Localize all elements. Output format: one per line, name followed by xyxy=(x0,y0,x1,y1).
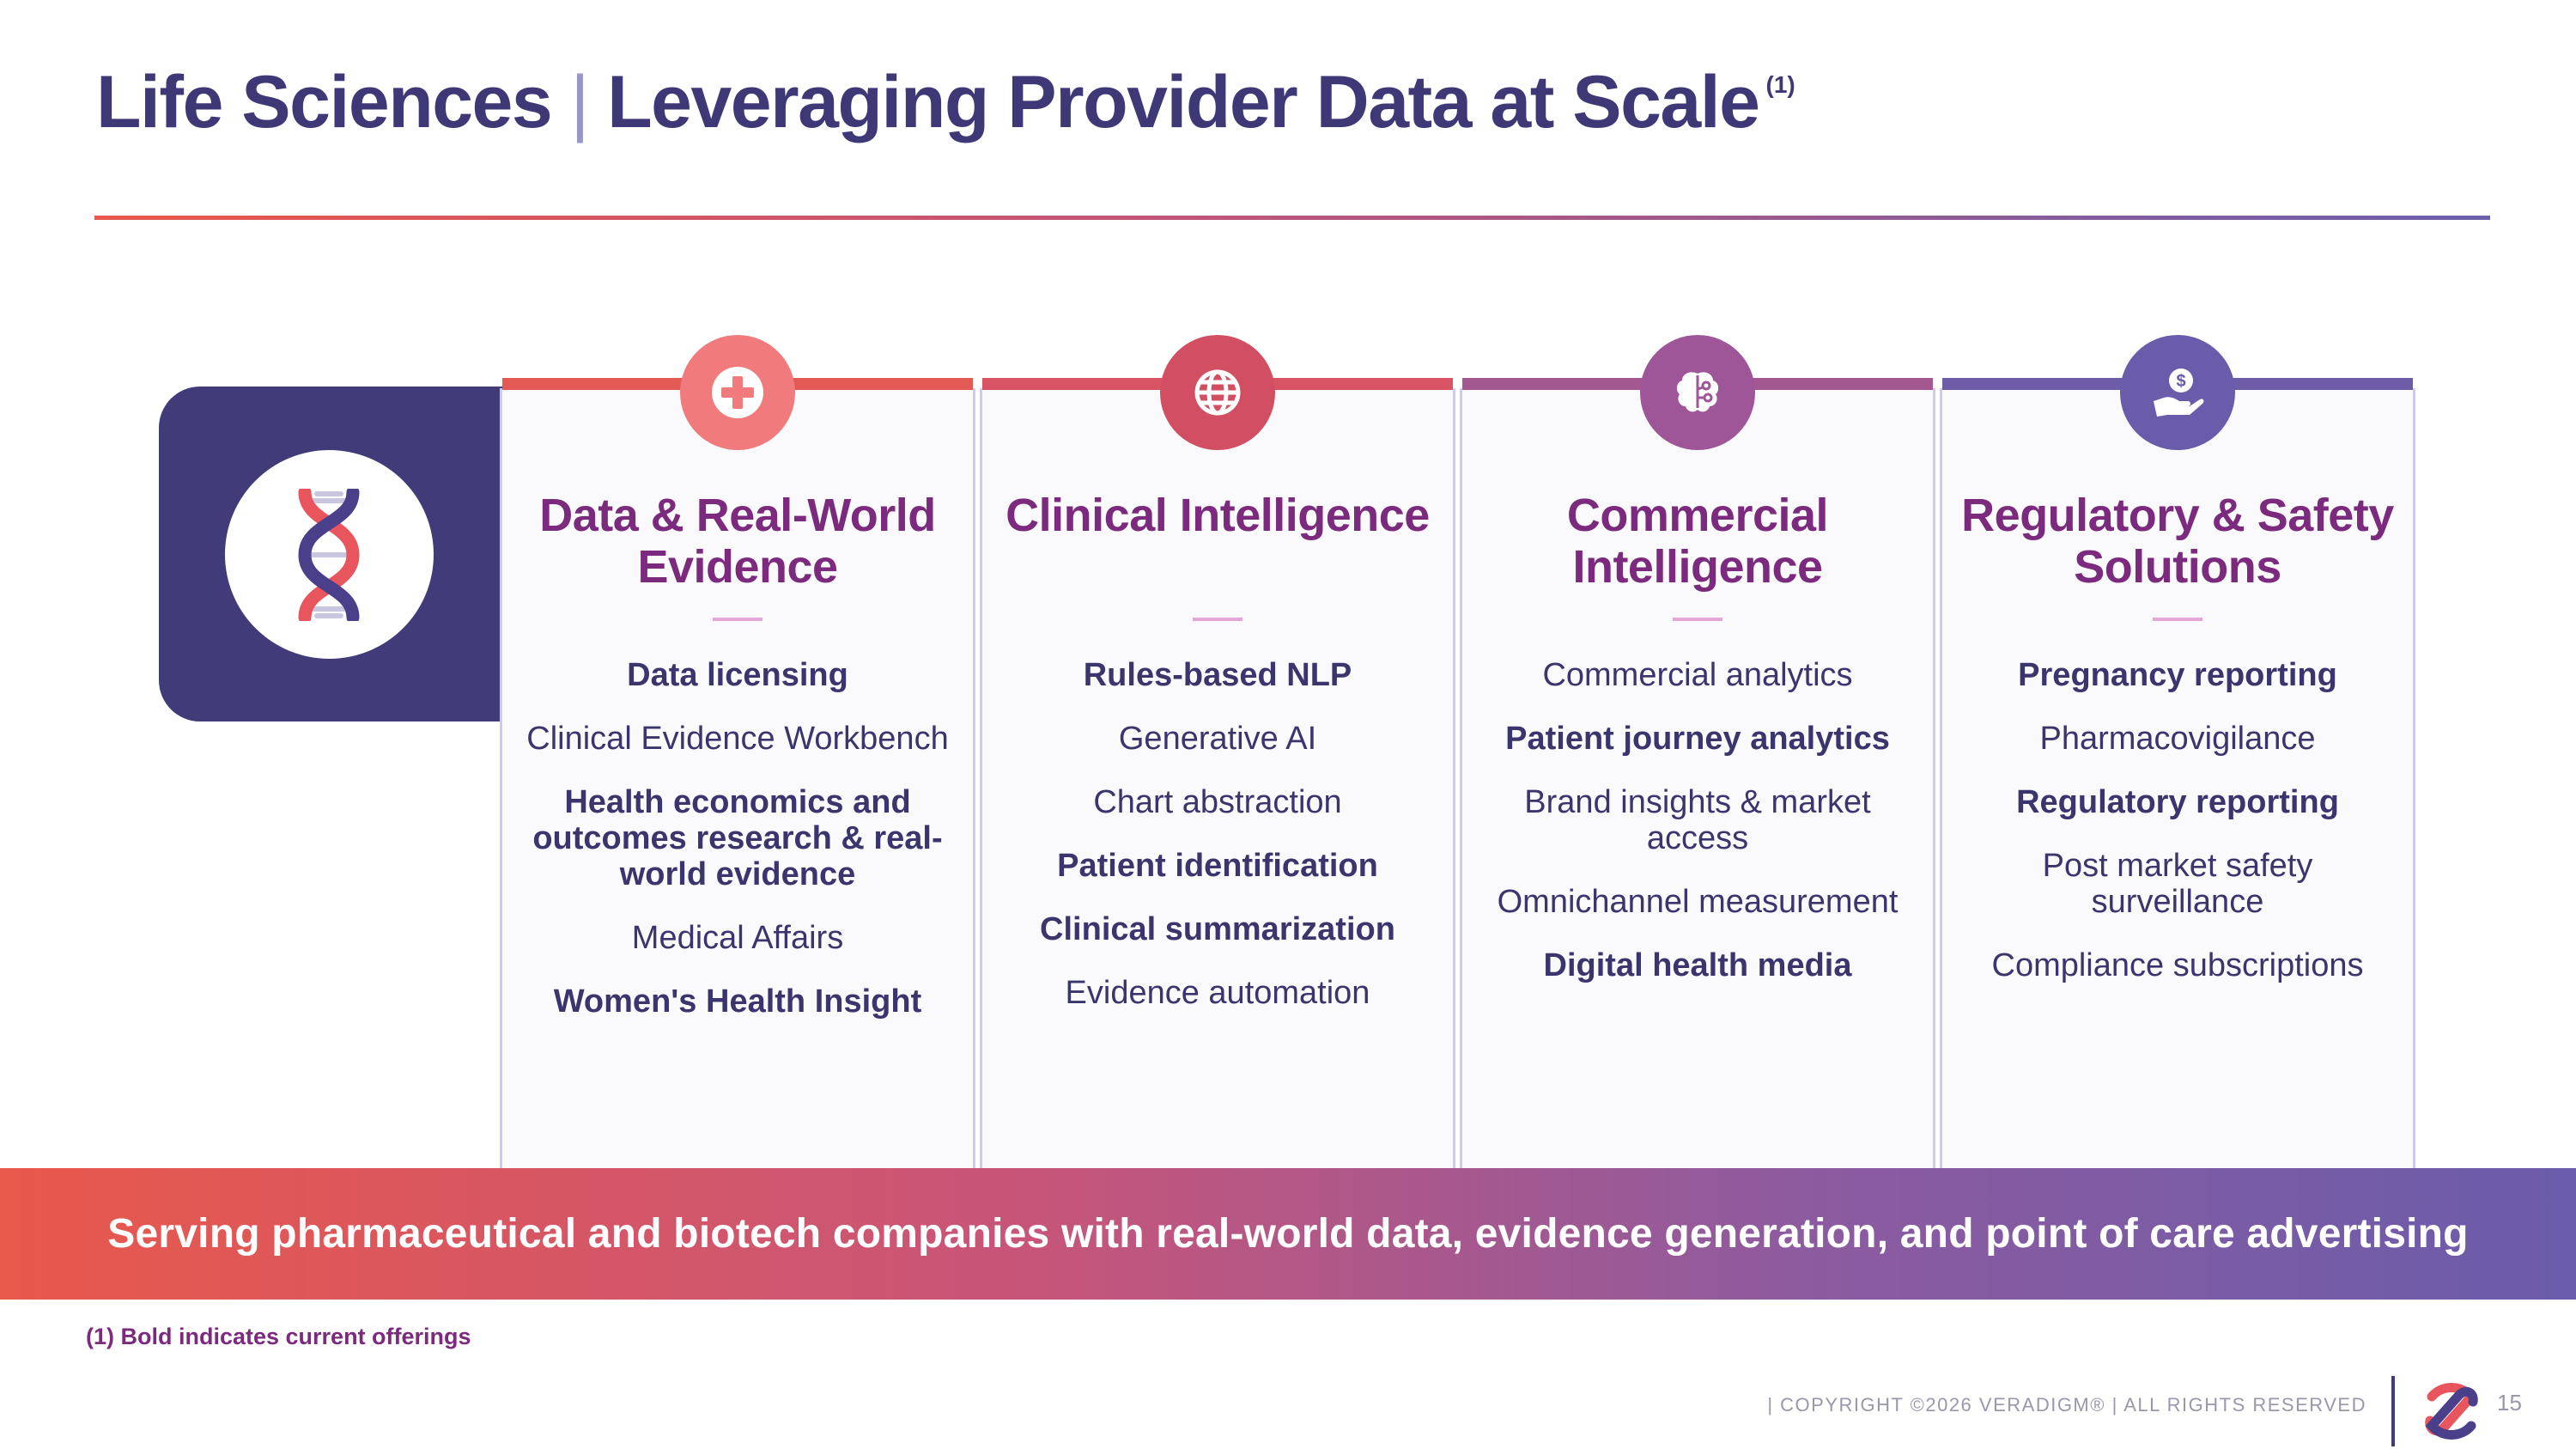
title-divider xyxy=(94,216,2490,220)
column-icon-badge: $ xyxy=(2120,335,2235,450)
logo-circle xyxy=(225,450,434,659)
column-icon-badge xyxy=(680,335,795,450)
list-item: Post market safety surveillance xyxy=(2042,848,2313,920)
column-divider xyxy=(713,618,762,621)
title-separator: | xyxy=(570,61,589,143)
globe-icon xyxy=(1194,369,1241,416)
list-item: Generative AI xyxy=(1118,721,1317,757)
brain-icon xyxy=(1676,372,1719,412)
offering-list: Rules-based NLP Generative AI Chart abst… xyxy=(999,657,1436,1038)
list-item: Brand insights & market access xyxy=(1524,784,1871,856)
offering-column-regulatory: $ Regulatory & Safety Solutions Pregnanc… xyxy=(1940,335,2415,1168)
list-item: Rules-based NLP xyxy=(1083,657,1352,693)
list-item: Clinical summarization xyxy=(1040,911,1395,947)
life-sciences-logo-tab xyxy=(159,387,502,721)
offering-column-commercial: Commercial Intelligence Commercial analy… xyxy=(1460,335,1935,1168)
list-item: Pharmacovigilance xyxy=(2039,721,2316,757)
title-secondary: Leveraging Provider Data at Scale xyxy=(607,61,1760,143)
page-number: 15 xyxy=(2497,1390,2522,1416)
column-title: Clinical Intelligence xyxy=(1005,490,1430,541)
column-title: Commercial Intelligence xyxy=(1566,490,1829,594)
column-divider xyxy=(2153,618,2202,621)
column-title: Regulatory & Safety Solutions xyxy=(1961,490,2394,594)
column-divider xyxy=(1673,618,1722,621)
column-divider xyxy=(1193,618,1242,621)
list-item: Health economics and outcomes research &… xyxy=(532,784,943,892)
column-icon-badge xyxy=(1160,335,1275,450)
summary-banner: Serving pharmaceutical and biotech compa… xyxy=(0,1168,2576,1300)
list-item: Compliance subscriptions xyxy=(1991,947,2364,983)
copyright-notice: | COPYRIGHT ©2026 VERADIGM® | ALL RIGHTS… xyxy=(1767,1394,2366,1416)
list-item: Pregnancy reporting xyxy=(2018,657,2337,693)
list-item: Medical Affairs xyxy=(631,920,844,956)
list-item: Women's Health Insight xyxy=(553,983,922,1020)
svg-text:$: $ xyxy=(2176,372,2185,391)
footnote: (1) Bold indicates current offerings xyxy=(86,1324,471,1349)
list-item: Commercial analytics xyxy=(1542,657,1853,693)
offering-column-clinical: Clinical Intelligence Rules-based NLP Ge… xyxy=(980,335,1455,1168)
list-item: Regulatory reporting xyxy=(2016,784,2339,820)
list-item: Data licensing xyxy=(627,657,848,693)
column-icon-badge xyxy=(1640,335,1755,450)
veradigm-logo-icon xyxy=(2425,1383,2478,1440)
offering-list: Pregnancy reporting Pharmacovigilance Re… xyxy=(1959,657,2396,1011)
list-item: Evidence automation xyxy=(1065,975,1370,1011)
title-primary: Life Sciences xyxy=(96,61,553,143)
hand-dollar-icon: $ xyxy=(2154,368,2204,417)
list-item: Patient journey analytics xyxy=(1505,721,1890,757)
list-item: Chart abstraction xyxy=(1093,784,1342,820)
column-title: Data & Real-World Evidence xyxy=(539,490,936,594)
list-item: Omnichannel measurement xyxy=(1497,884,1899,920)
list-item: Digital health media xyxy=(1543,947,1852,983)
title-footnote-marker: (1) xyxy=(1765,71,1795,98)
list-item: Clinical Evidence Workbench xyxy=(526,721,949,757)
medical-cross-icon xyxy=(712,367,763,418)
list-item: Patient identification xyxy=(1057,848,1378,884)
footer-divider xyxy=(2391,1376,2395,1446)
page-title: Life Sciences|Leveraging Provider Data a… xyxy=(96,62,1795,143)
offering-column-data-rwe: Data & Real-World Evidence Data licensin… xyxy=(500,335,975,1168)
offering-list: Data licensing Clinical Evidence Workben… xyxy=(519,657,956,1047)
dna-helix-icon xyxy=(298,489,360,621)
offering-list: Commercial analytics Patient journey ana… xyxy=(1479,657,1916,1011)
